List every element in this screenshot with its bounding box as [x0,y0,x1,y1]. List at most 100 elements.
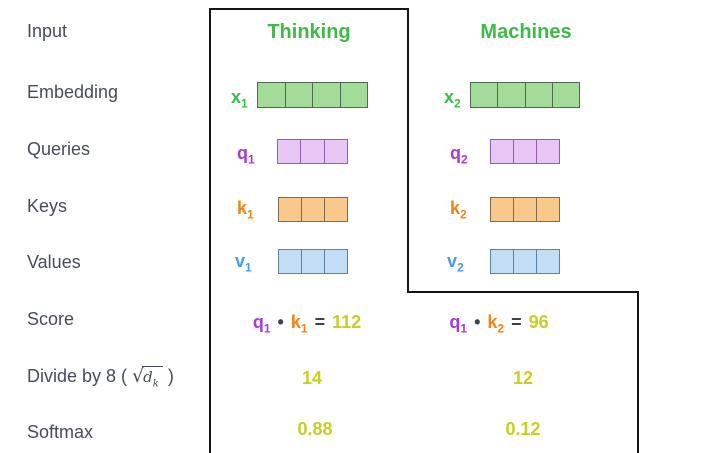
vector-cell [279,198,302,221]
score-equation-thinking: q1 • k1 = 112 [207,310,407,336]
score-k-term: k2 [487,310,505,336]
row-label-divide-by-8: Divide by 8 ( √dk ) [27,365,174,389]
vector-cell [302,198,325,221]
sqrt-dk-formula: √dk [132,365,163,389]
column-header-thinking: Thinking [267,21,351,43]
vector-cell [514,250,537,273]
query-label-q1: q1 [237,142,255,167]
embedding-vector-x2 [470,82,580,108]
score-result: 112 [332,312,362,332]
row-label-score: Score [27,309,75,329]
vector-cell [537,140,559,163]
vector-letter: x [231,87,242,107]
vector-cell [301,140,325,163]
equals-sign: = [314,312,326,332]
radicand-subscript: k [152,378,159,390]
embedding-vector-x1 [257,82,368,108]
term-letter: q [449,312,461,332]
dot-product-icon: • [277,312,284,332]
vector-letter: v [235,251,246,271]
vector-subscript: 1 [245,260,252,275]
row-label-embedding: Embedding [27,82,119,102]
value-label-v1: v1 [235,250,252,275]
vector-subscript: 1 [248,152,255,167]
vector-cell [553,83,579,107]
term-subscript: 1 [460,321,468,336]
softmax-value-machines: 0.12 [505,419,541,439]
divide-prefix: Divide by 8 ( [27,366,133,386]
column-header-machines: Machines [480,21,572,43]
key-vector-k2 [490,197,560,222]
vector-cell [286,83,313,107]
score-result: 96 [528,312,549,332]
key-label-k2: k2 [450,197,467,221]
score-k-term: k1 [290,310,308,336]
key-vector-k1 [278,197,348,222]
term-letter: k [290,312,301,332]
vector-letter: q [450,143,461,163]
score-equation-machines: q1 • k2 = 96 [399,310,599,336]
embedding-label-x1: x1 [231,86,248,111]
vector-subscript: 1 [241,96,248,111]
outline-left-edge [209,8,211,453]
equals-sign: = [511,312,522,332]
row-label-queries: Queries [27,139,91,159]
key-label-k1: k1 [237,197,254,221]
vector-cell [325,250,347,273]
score-q-term: q1 [449,310,468,336]
value-vector-v2 [490,249,560,274]
softmax-value-thinking: 0.88 [297,419,333,439]
vector-cell [258,83,286,107]
outline-top-edge [209,8,409,10]
row-label-keys: Keys [27,196,68,216]
term-letter: q [252,312,264,332]
embedding-label-x2: x2 [444,86,461,111]
term-subscript: 2 [497,321,505,336]
divided-score-machines: 12 [512,368,534,388]
value-vector-v1 [278,249,348,274]
query-vector-q2 [490,139,560,164]
vector-cell [471,83,499,107]
vector-cell [279,250,302,273]
query-label-q2: q2 [450,142,468,167]
outline-step-edge [407,291,639,293]
dot-product-icon: • [474,312,481,332]
vector-letter: k [450,198,461,218]
divide-suffix: ) [162,366,174,386]
vector-letter: x [444,87,455,107]
vector-cell [313,83,341,107]
value-label-v2: v2 [447,250,464,275]
vector-cell [278,140,302,163]
vector-subscript: 2 [457,260,464,275]
vector-subscript: 2 [454,96,461,111]
vector-cell [491,250,514,273]
outline-right-narrow-edge [407,8,409,293]
term-subscript: 1 [300,321,308,336]
radicand-letter: d [143,368,153,386]
vector-cell [537,198,559,221]
term-letter: k [487,312,498,332]
row-label-values: Values [27,252,81,272]
outline-right-wide-edge [637,291,639,453]
vector-cell [325,140,347,163]
query-vector-q1 [277,139,348,164]
vector-subscript: 2 [461,152,468,167]
vector-letter: v [447,251,458,271]
score-q-term: q1 [252,310,271,336]
divided-score-thinking: 14 [301,368,323,388]
vector-cell [341,83,368,107]
radicand: dk [142,366,163,389]
vector-cell [302,250,325,273]
vector-cell [514,198,537,221]
vector-letter: k [237,198,248,218]
term-subscript: 1 [263,321,271,336]
vector-cell [514,140,537,163]
radical-sign: √ [132,365,145,387]
row-label-softmax: Softmax [27,422,94,442]
vector-cell [491,198,514,221]
vector-cell [491,140,514,163]
vector-cell [537,250,559,273]
vector-cell [526,83,553,107]
vector-cell [498,83,526,107]
